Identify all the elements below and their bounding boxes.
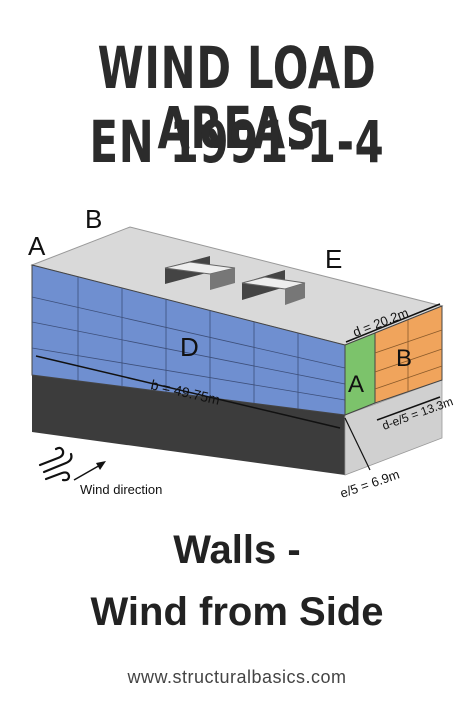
zone-label-d: D <box>180 332 199 362</box>
dimension-d-minus-e5 <box>376 396 441 421</box>
base-front <box>32 375 345 475</box>
zone-label-a-left: A <box>28 231 46 261</box>
zone-label-b-left: B <box>85 204 102 234</box>
zone-label-a-side: A <box>348 371 364 398</box>
wind-icon <box>38 446 73 482</box>
wind-direction-label: Wind direction <box>80 482 162 497</box>
dimension-b <box>35 355 341 429</box>
subtitle-wind-from-side: Wind from Side <box>90 590 384 634</box>
zone-label-b-side: B <box>396 345 412 372</box>
base-side <box>344 379 443 476</box>
subtitle-walls: Walls - <box>173 528 301 572</box>
dimension-e5 <box>344 417 371 471</box>
zone-b-side <box>374 305 443 404</box>
website-url[interactable]: www.structuralbasics.com <box>127 667 347 687</box>
roof-vent-left <box>164 256 236 290</box>
side-grid <box>374 320 443 392</box>
dimension-d <box>345 303 441 343</box>
title-line-2: EN 1991-1-4 <box>89 108 385 176</box>
zone-label-e: E <box>325 244 342 274</box>
facade-grid <box>31 277 346 409</box>
roof-vent-right <box>241 270 306 305</box>
title-line-1: WIND LOAD AREAS <box>97 34 377 162</box>
wind-direction-arrow <box>73 461 106 481</box>
building-diagram: A B E D A B d = 20.2m b = 49.75m d-e/5 =… <box>28 204 455 501</box>
